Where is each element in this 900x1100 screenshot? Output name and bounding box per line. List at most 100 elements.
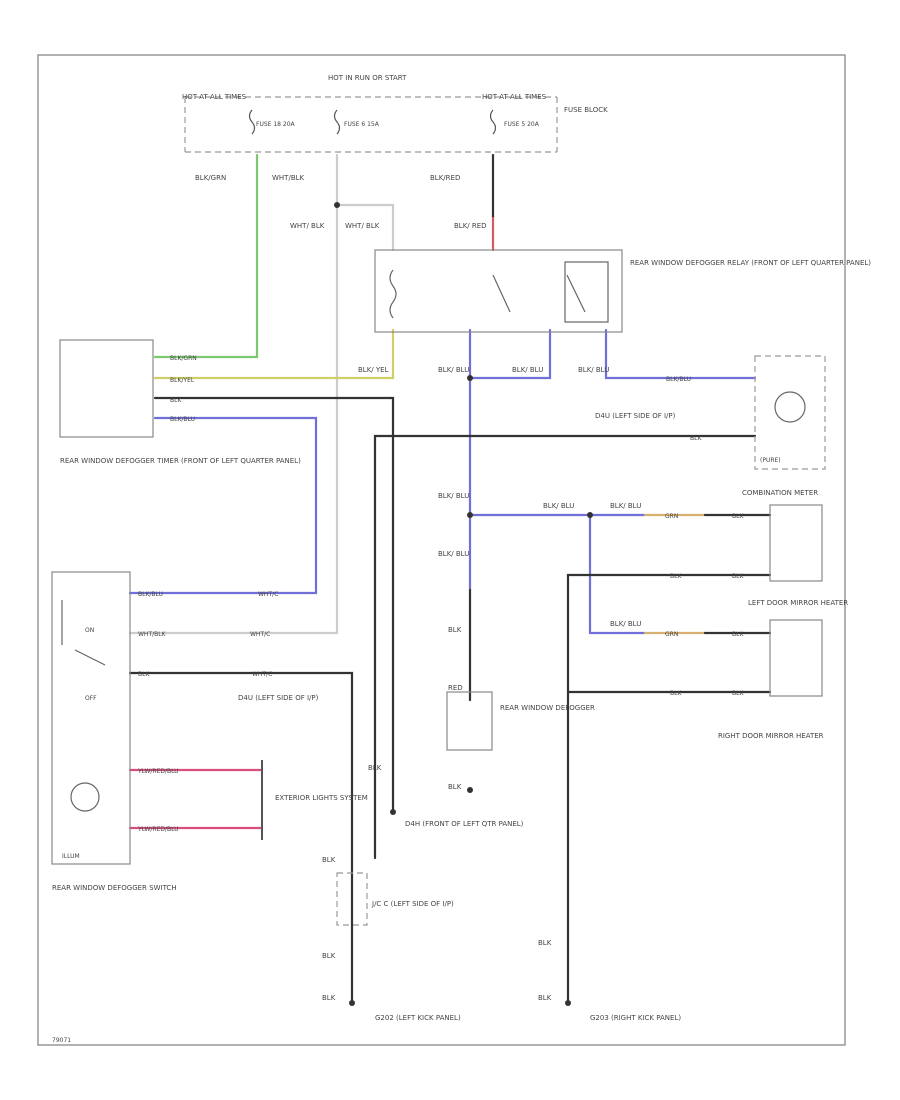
lbl-heater-blk-3: BLK — [732, 631, 744, 638]
lbl-blk-red-relay: BLK/ RED — [454, 222, 487, 230]
combination-meter — [769, 504, 823, 582]
timer-label: REAR WINDOW DEFOGGER TIMER (FRONT OF LEF… — [60, 457, 301, 465]
lbl-blk-blu-7: BLK/ BLU — [438, 550, 469, 558]
lbl-sw-wht-blk: WHT/BLK — [138, 631, 167, 638]
lbl-blk-blu-4: BLK/ BLU — [438, 492, 469, 500]
lbl-wht-blk-b: WHT/ BLK — [345, 222, 380, 230]
lbl-timer-blk: BLK — [170, 397, 182, 404]
lbl-blk-blu-8: BLK/ BLU — [610, 620, 641, 628]
junction-connector — [336, 872, 368, 926]
wire-d4u-blk — [373, 434, 757, 860]
lbl-blk-def-gnd: BLK — [448, 783, 462, 791]
lbl-blk-yel-relay: BLK/ YEL — [358, 366, 389, 374]
splice-4 — [334, 202, 340, 208]
lbl-blk-blu-2: BLK/ BLU — [512, 366, 543, 374]
lbl-blk-g203b: BLK — [538, 994, 552, 1002]
fuse-block: HOT AT ALL TIMES HOT IN RUN OR START HOT… — [182, 74, 608, 153]
wire-relay-out-2 — [468, 328, 552, 380]
wire-blk-yel — [153, 328, 395, 380]
relay-contact-2 — [566, 274, 586, 313]
lbl-blk-grn: BLK/GRN — [195, 174, 226, 182]
splice-1 — [467, 512, 473, 518]
lbl-blk-d3: BLK — [368, 764, 382, 772]
g203-label: G203 (RIGHT KICK PANEL) — [590, 1014, 681, 1022]
ground-g203 — [565, 1000, 571, 1006]
jc-label: J/C C (LEFT SIDE OF I/P) — [371, 900, 454, 908]
fuse-6-icon — [333, 109, 341, 135]
ground-d4h — [390, 809, 396, 815]
fuse-block-label: FUSE BLOCK — [564, 106, 608, 114]
lbl-whtc-1: WHT/C — [258, 591, 278, 598]
fuse-5-label: FUSE 5 20A — [504, 121, 540, 128]
diagram-frame — [37, 54, 846, 1046]
lbl-blk-blu-1: BLK/ BLU — [438, 366, 469, 374]
source-right-label: HOT AT ALL TIMES — [482, 93, 547, 101]
wire-relay-out-3 — [604, 328, 757, 380]
switch-label: REAR WINDOW DEFOGGER SWITCH — [52, 884, 177, 892]
relay-switch-box — [564, 261, 609, 323]
fuse-6-label: FUSE 6 15A — [344, 121, 380, 128]
fuse-18-icon — [248, 109, 256, 135]
relay-label: REAR WINDOW DEFOGGER RELAY (FRONT OF LEF… — [630, 259, 871, 267]
illum-bulb-icon — [70, 782, 100, 812]
wire-timer-blk — [153, 396, 395, 814]
lbl-whtc-3: WHT/C — [252, 671, 272, 678]
lbl-red-def: RED — [448, 684, 463, 692]
defogger-label: REAR WINDOW DEFOGGER — [500, 704, 595, 712]
lbl-blk-blu-lamp: BLK/BLU — [666, 376, 691, 383]
wire-timer-blk-blu — [128, 416, 318, 595]
ext-lights-label: EXTERIOR LIGHTS SYSTEM — [275, 794, 368, 802]
lbl-wht-blk: WHT/BLK — [272, 174, 305, 182]
lbl-timer-blk-blu: BLK/BLU — [170, 416, 195, 423]
diagram-code: 79071 — [52, 1037, 71, 1044]
relay-contact-1 — [492, 274, 511, 313]
lbl-blk-blu-6: BLK/ BLU — [610, 502, 641, 510]
lbl-blk-red: BLK/RED — [430, 174, 460, 182]
lbl-mirror-blk-1: BLK — [732, 573, 744, 580]
switch-illum-label: ILLUM — [62, 853, 80, 860]
switch-on-label: ON — [85, 627, 94, 634]
lbl-heater-blk-1: BLK — [732, 513, 744, 520]
wire-heater-ground — [566, 573, 772, 1005]
lbl-blk-g203a: BLK — [538, 939, 552, 947]
wire-wht-blk — [128, 153, 339, 635]
relay-coil-icon — [389, 269, 397, 319]
lbl-sw-blk-blu: BLK/BLU — [138, 591, 163, 598]
lbl-timer-blk-yel: BLK/YEL — [170, 377, 195, 384]
splice-2 — [587, 512, 593, 518]
lbl-blk-jc2: BLK — [322, 952, 336, 960]
source-left-label: HOT AT ALL TIMES — [182, 93, 247, 101]
ground-defogger — [467, 787, 473, 793]
lbl-blk-jc3: BLK — [322, 994, 336, 1002]
lbl-mirror-blk-2: BLK — [732, 690, 744, 697]
lbl-blk-lamp: BLK — [690, 435, 702, 442]
defogger-timer — [59, 339, 154, 438]
switch-blade — [74, 649, 106, 666]
lbl-blk-def: BLK — [448, 626, 462, 634]
lbl-sw-ylw-red-1: YLW/RED/BLU — [137, 768, 179, 775]
defogger-relay — [374, 249, 623, 333]
source-mid-label: HOT IN RUN OR START — [328, 74, 407, 82]
lbl-whtc-2: WHT/C — [250, 631, 270, 638]
lamp-label: (PURE) — [760, 457, 781, 464]
lbl-wht-blk-a: WHT/ BLK — [290, 222, 325, 230]
lbl-heater-blk-4: BLK — [670, 690, 682, 697]
lbl-timer-blk-grn: BLK/GRN — [170, 355, 197, 362]
wire-blk-grn — [153, 153, 259, 359]
switch-off-label: OFF — [85, 695, 97, 702]
ground-g202 — [349, 1000, 355, 1006]
lbl-blk-blu-3: BLK/ BLU — [578, 366, 609, 374]
wire-switch-blk — [128, 671, 354, 1005]
lbl-blk-jc1: BLK — [322, 856, 336, 864]
defogger-switch — [51, 571, 131, 865]
lbl-sw-ylw-red-2: YLW/RED/BLU — [137, 826, 179, 833]
lamp-box — [754, 355, 826, 470]
lbl-heater-grn-2: GRN — [665, 631, 678, 638]
lbl-heater-grn-1: GRN — [665, 513, 678, 520]
lamp-bulb-icon — [774, 391, 806, 423]
lbl-blk-blu-5: BLK/ BLU — [543, 502, 574, 510]
d4u-right-label: D4U (LEFT SIDE OF I/P) — [595, 412, 676, 420]
fuse-18-label: FUSE 18 20A — [256, 121, 296, 128]
g202-label: G202 (LEFT KICK PANEL) — [375, 1014, 461, 1022]
